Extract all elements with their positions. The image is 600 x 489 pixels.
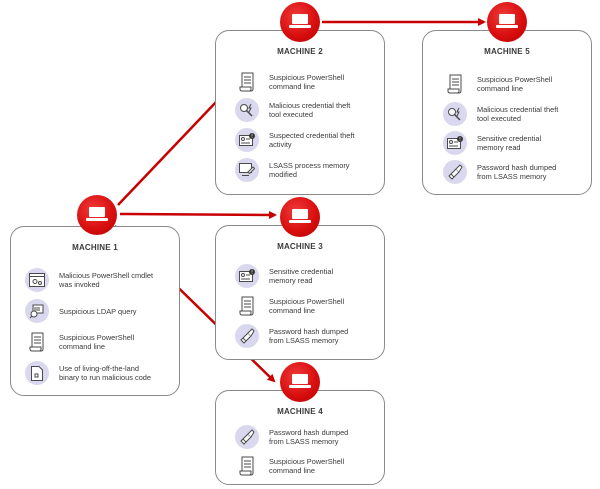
machine-5-card[interactable]: MACHINE 5 Suspicious PowerShell command … xyxy=(422,30,592,195)
alert-text: Suspicious PowerShell command line xyxy=(269,457,345,475)
alert-item[interactable]: Password hash dumped from LSASS memory xyxy=(235,323,348,349)
alert-text: Password hash dumped from LSASS memory xyxy=(269,327,349,345)
alert-item[interactable]: Malicious credential theft tool executed xyxy=(235,97,350,123)
credential-card-icon: ! xyxy=(235,128,259,152)
machine-4-title: MACHINE 4 xyxy=(277,407,323,416)
alert-item[interactable]: ! Suspected credential theft activity xyxy=(235,127,354,153)
alert-item[interactable]: Malicious PowerShell cmdlet was invoked xyxy=(25,267,153,293)
svg-text:!: ! xyxy=(459,137,461,143)
binary-file-icon xyxy=(25,361,49,385)
command-line-scroll-icon xyxy=(235,454,259,478)
alert-item[interactable]: Malicious credential theft tool executed xyxy=(443,101,558,127)
alert-item[interactable]: ! Sensitive credential memory read xyxy=(443,130,541,156)
alert-item[interactable]: Suspicious LDAP query xyxy=(25,298,137,324)
credential-tool-icon xyxy=(443,102,467,126)
machine-3-title: MACHINE 3 xyxy=(277,242,323,251)
arrow-m1-to-m3 xyxy=(119,210,277,219)
alert-text: Password hash dumped from LSASS memory xyxy=(477,163,557,181)
machine-5-laptop-icon[interactable] xyxy=(487,2,527,42)
svg-text:!: ! xyxy=(251,270,253,276)
alert-item[interactable]: Suspicious PowerShell command line xyxy=(235,293,344,319)
alert-text: Suspicious PowerShell command line xyxy=(269,73,345,91)
machine-1-laptop-icon[interactable] xyxy=(77,195,117,235)
hash-dump-icon xyxy=(235,425,259,449)
alert-item[interactable]: Suspicious PowerShell command line xyxy=(443,71,552,97)
credential-card-icon: ! xyxy=(235,264,259,288)
machine-1-title: MACHINE 1 xyxy=(72,243,118,252)
credential-card-icon: ! xyxy=(443,131,467,155)
alert-text: Suspicious PowerShell command line xyxy=(59,333,135,351)
command-line-scroll-icon xyxy=(443,72,467,96)
machine-5-title: MACHINE 5 xyxy=(484,47,530,56)
alert-text: Sensitive credential memory read xyxy=(477,134,542,152)
machine-3-card[interactable]: MACHINE 3 ! Sensitive credential memory … xyxy=(215,225,385,360)
alert-text: Suspicious PowerShell command line xyxy=(477,75,553,93)
alert-text: Suspicious PowerShell command line xyxy=(269,297,345,315)
command-line-scroll-icon xyxy=(25,330,49,354)
machine-1-card[interactable]: MACHINE 1 Malicious PowerShell cmdlet wa… xyxy=(10,226,180,396)
hash-dump-icon xyxy=(235,324,259,348)
alert-item[interactable]: Suspicious PowerShell command line xyxy=(25,329,134,355)
alert-item[interactable]: LSASS process memory modified xyxy=(235,157,350,183)
alert-item[interactable]: ! Sensitive credential memory read xyxy=(235,263,333,289)
hash-dump-icon xyxy=(443,160,467,184)
alert-item[interactable]: Use of living-off-the-land binary to run… xyxy=(25,360,151,386)
command-line-scroll-icon xyxy=(235,70,259,94)
ldap-query-icon xyxy=(25,299,49,323)
alert-text: Use of living-off-the-land binary to run… xyxy=(59,364,152,382)
memory-modified-icon xyxy=(235,158,259,182)
alert-text: Suspicious LDAP query xyxy=(59,306,137,316)
alert-text: LSASS process memory modified xyxy=(269,161,350,179)
machine-2-title: MACHINE 2 xyxy=(277,47,323,56)
alert-text: Malicious PowerShell cmdlet was invoked xyxy=(59,271,154,289)
alert-text: Password hash dumped from LSASS memory xyxy=(269,428,349,446)
alert-item[interactable]: Password hash dumped from LSASS memory xyxy=(443,159,556,185)
alert-item[interactable]: Password hash dumped from LSASS memory xyxy=(235,424,348,450)
svg-text:!: ! xyxy=(251,134,253,140)
alert-item[interactable]: Suspicious PowerShell command line xyxy=(235,69,344,95)
credential-tool-icon xyxy=(235,98,259,122)
alert-item[interactable]: Suspicious PowerShell command line xyxy=(235,453,344,479)
machine-2-laptop-icon[interactable] xyxy=(280,2,320,42)
machine-3-laptop-icon[interactable] xyxy=(280,197,320,237)
alert-text: Suspected credential theft activity xyxy=(269,131,355,149)
powershell-window-icon xyxy=(25,268,49,292)
alert-text: Sensitive credential memory read xyxy=(269,267,334,285)
alert-text: Malicious credential theft tool executed xyxy=(477,105,559,123)
command-line-scroll-icon xyxy=(235,294,259,318)
alert-text: Malicious credential theft tool executed xyxy=(269,101,351,119)
machine-2-card[interactable]: MACHINE 2 Suspicious PowerShell command … xyxy=(215,30,385,195)
machine-4-laptop-icon[interactable] xyxy=(280,362,320,402)
machine-4-card[interactable]: MACHINE 4 Password hash dumped from LSAS… xyxy=(215,390,385,485)
